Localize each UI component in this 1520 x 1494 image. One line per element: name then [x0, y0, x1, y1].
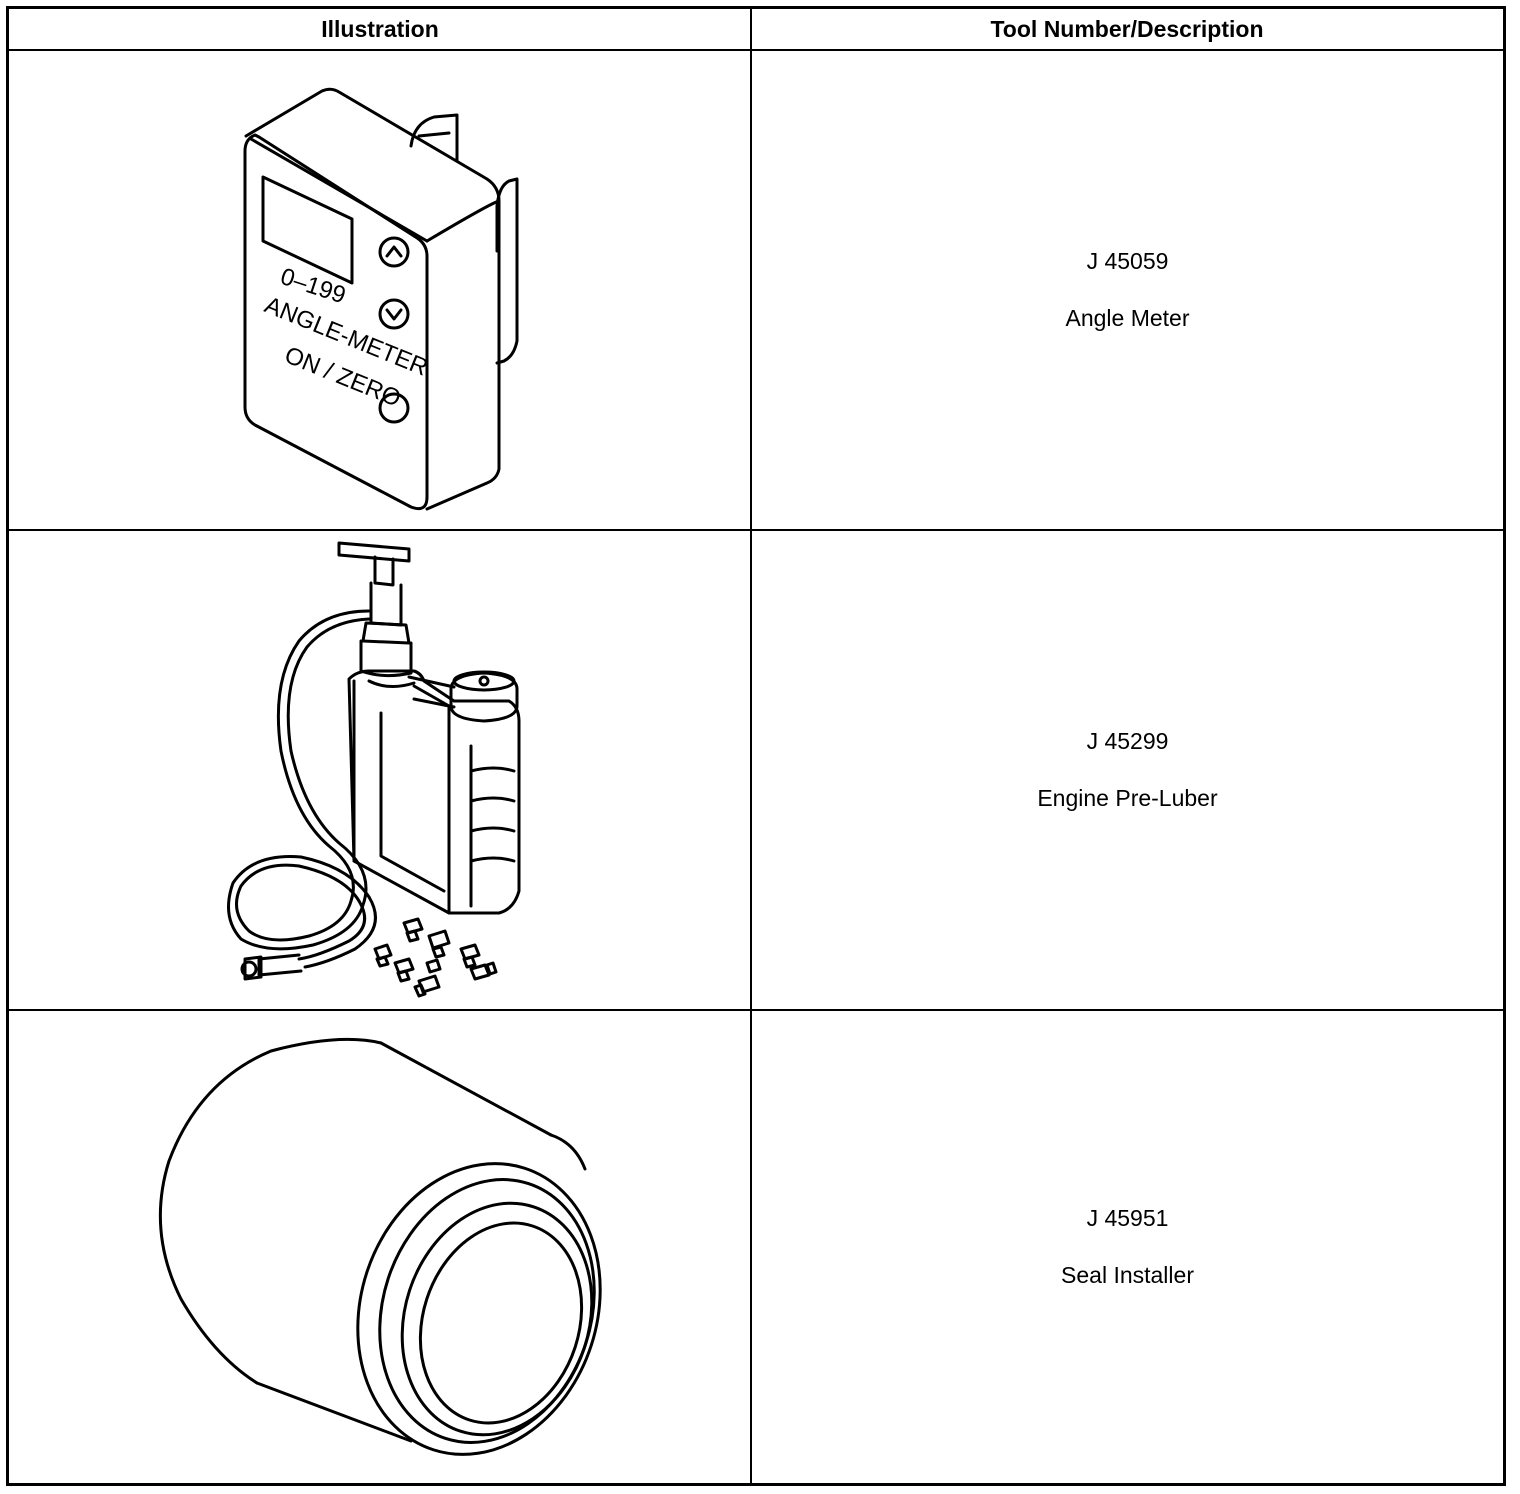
header-illustration: Illustration	[321, 16, 439, 42]
tool-description-cell: J 45951 Seal Installer	[752, 1011, 1503, 1483]
illustration-cell	[9, 1011, 750, 1483]
column-divider	[750, 9, 752, 1483]
illustration-cell: 0–199 ANGLE-METER ON / ZERO	[9, 51, 750, 529]
illustration-cell	[9, 531, 750, 1009]
table-header-row: Illustration Tool Number/Description	[9, 9, 1503, 51]
table-row: 0–199 ANGLE-METER ON / ZERO J 45059 Angl…	[9, 51, 1503, 531]
seal-installer-icon	[158, 1037, 602, 1456]
tool-description: Engine Pre-Luber	[1037, 785, 1218, 811]
tool-description-cell: J 45299 Engine Pre-Luber	[752, 531, 1503, 1009]
tool-number: J 45299	[1086, 728, 1169, 754]
tool-description: Seal Installer	[1061, 1262, 1194, 1288]
engine-pre-luber-icon	[227, 541, 521, 998]
angle-meter-icon: 0–199 ANGLE-METER ON / ZERO	[243, 87, 519, 511]
table-row: J 45951 Seal Installer	[9, 1011, 1503, 1483]
tool-description: Angle Meter	[1065, 305, 1190, 331]
tool-number: J 45059	[1086, 248, 1169, 274]
tool-number: J 45951	[1086, 1205, 1169, 1231]
header-tool-number-description: Tool Number/Description	[990, 16, 1264, 42]
table-row: J 45299 Engine Pre-Luber	[9, 531, 1503, 1011]
tool-table: Illustration Tool Number/Description	[6, 6, 1506, 1486]
tool-description-cell: J 45059 Angle Meter	[752, 51, 1503, 529]
